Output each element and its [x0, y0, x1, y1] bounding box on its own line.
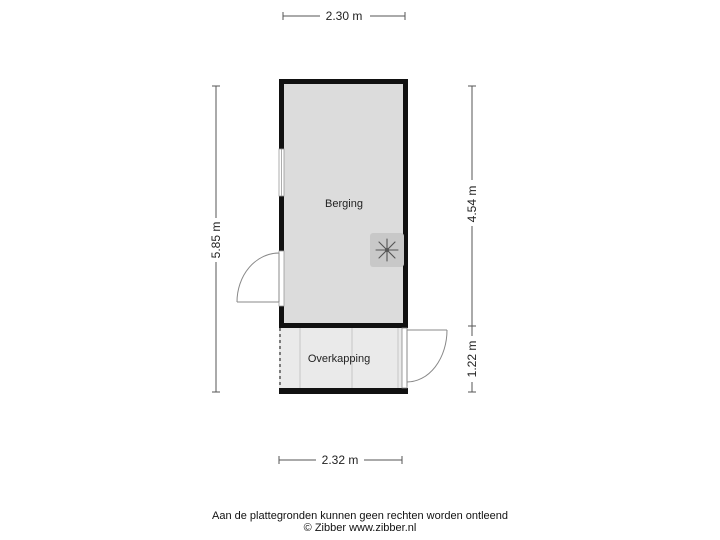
berging-door — [236, 250, 285, 307]
berging-walls — [279, 79, 408, 328]
fan-icon — [370, 233, 404, 267]
footer-disclaimer: Aan de plattegronden kunnen geen rechten… — [211, 510, 508, 522]
overkapping-floor — [279, 328, 402, 388]
overkapping-tiles — [299, 328, 399, 388]
dimension-bottom — [278, 456, 403, 464]
room-label-overkapping: Overkapping — [308, 353, 370, 365]
dimension-right-lower-label: 1.22 m — [465, 341, 479, 378]
dimension-bottom-label: 2.32 m — [322, 453, 359, 467]
overkapping-door — [401, 327, 448, 389]
room-label-berging: Berging — [325, 198, 363, 210]
dimension-left-label: 5.85 m — [209, 222, 223, 259]
dimension-top-label: 2.30 m — [326, 9, 363, 23]
berging-floor — [283, 83, 403, 323]
footer-copyright: © Zibber www.zibber.nl — [303, 522, 417, 534]
dimension-right-upper-label: 4.54 m — [465, 186, 479, 223]
berging-window — [278, 148, 285, 197]
overkapping-bottom-wall — [279, 388, 408, 394]
dimension-top — [282, 12, 406, 20]
dimension-left — [212, 85, 220, 393]
dimension-right-lower — [468, 326, 476, 393]
